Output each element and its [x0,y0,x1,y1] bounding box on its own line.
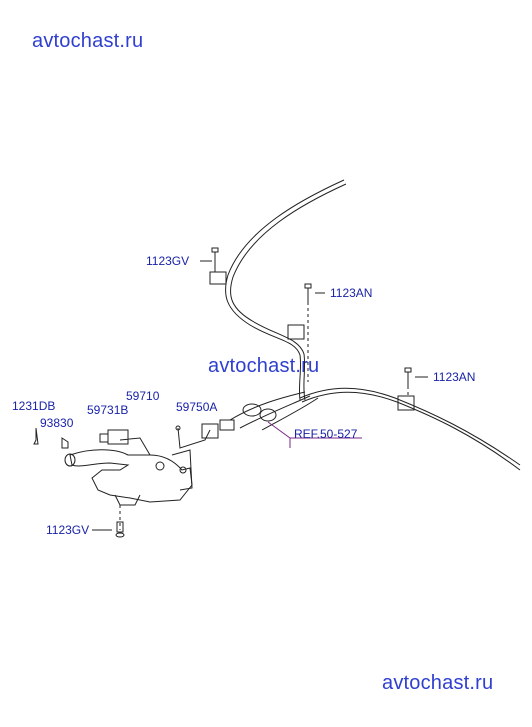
front-cable-a [229,391,306,421]
part-1231DB [33,427,39,445]
watermark-middle: avtochast.ru [208,355,320,377]
part-59731B [99,433,109,443]
part-label-1123GV-top: 1123GV [146,254,190,268]
watermark-bottom: avtochast.ru [382,672,494,694]
part-label-59710: 59710 [126,389,160,403]
part-label-1123GV-bottom: 1123GV [46,523,90,537]
bolt-bottom [115,505,125,538]
cable-bracket-right [397,395,415,411]
part-93830 [61,437,69,449]
front-cable-b [239,395,311,429]
rear-cable-right [299,387,521,466]
rear-cable-right-2 [301,391,521,471]
parking-brake-lever [64,429,193,506]
part-label-59750A: 59750A [176,400,218,414]
reference-label[interactable]: REF.50-527 [294,427,358,441]
rear-cable-upper [225,179,345,401]
equalizer-b [259,408,277,422]
bolt-mid [304,283,312,382]
part-label-1231DB: 1231DB [12,399,56,413]
rear-cable-upper-2 [230,183,347,401]
part-label-1123AN-right: 1123AN [433,370,476,384]
part-label-93830: 93830 [40,416,74,430]
part-59750A [177,427,211,449]
front-cable-c [261,397,319,431]
bolt-top-left [211,247,219,272]
cable-joint [219,419,235,431]
cable-bracket-top [209,271,227,285]
watermark-top: avtochast.ru [32,30,144,52]
part-label-59731B: 59731B [87,403,129,417]
equalizer-a [242,403,262,417]
bolt-right [404,367,412,398]
cable-bracket-mid [287,324,305,340]
part-label-1123AN-mid: 1123AN [330,286,373,300]
